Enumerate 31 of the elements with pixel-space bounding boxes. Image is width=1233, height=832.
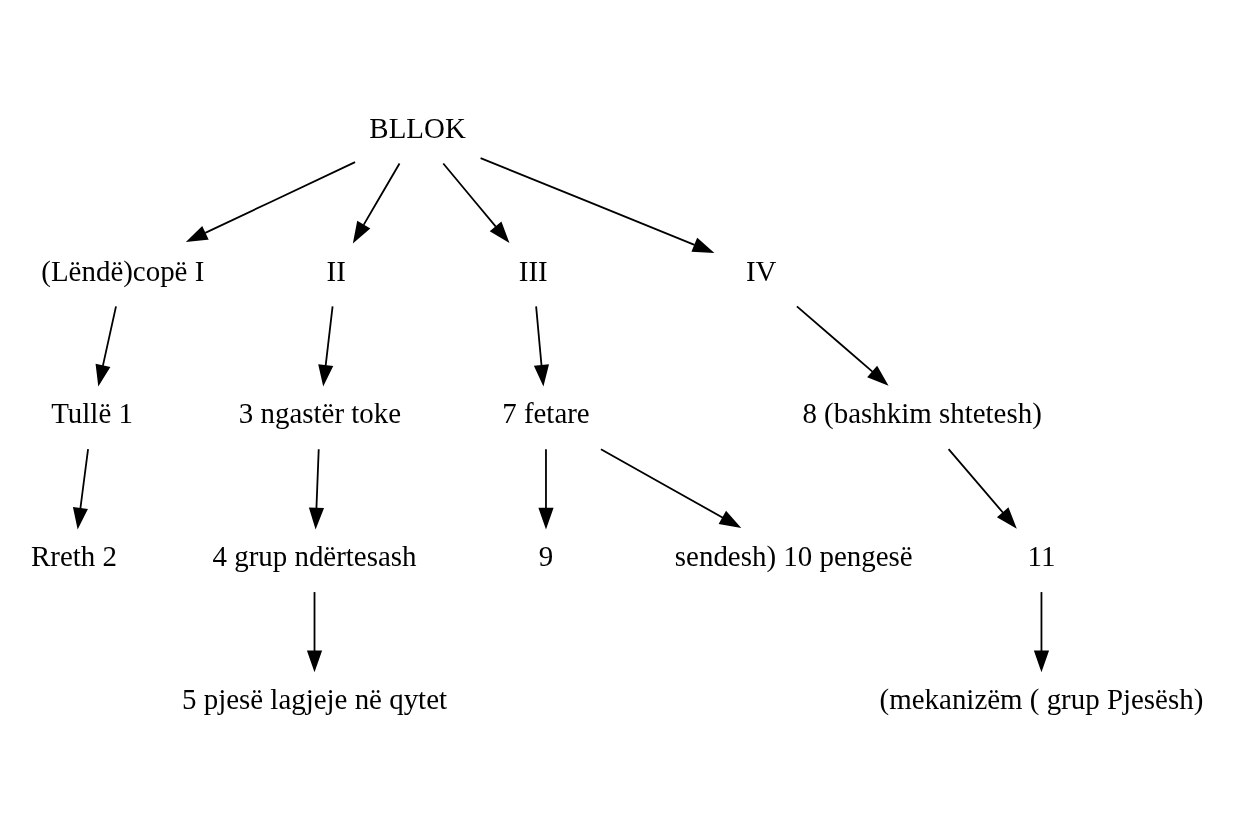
node-text: 11	[1027, 539, 1056, 572]
node-text: (Lëndë)copë I	[41, 254, 205, 287]
arrow	[442, 162, 510, 243]
node-text: III	[518, 254, 548, 287]
arrow	[95, 304, 117, 387]
node-text: 5 pjesë lagjeje në qytet	[182, 682, 448, 715]
arrow	[600, 447, 742, 528]
arrow	[318, 304, 334, 387]
node-text: 3 ngastër toke	[238, 396, 402, 429]
node-text: 4 grup ndërtesash	[212, 539, 417, 572]
node-text: IV	[745, 254, 777, 287]
arrow	[795, 304, 889, 386]
arrow	[72, 447, 89, 529]
arrow	[185, 160, 356, 242]
node-text: 8 (bashkim shtetesh)	[802, 396, 1042, 429]
arrow	[538, 447, 554, 529]
node-text: sendesh) 10 pengesë	[674, 539, 913, 572]
node-text: BLLOK	[369, 111, 466, 144]
arrow	[1033, 590, 1050, 672]
arrow	[352, 162, 401, 243]
node-text: Tullë 1	[51, 396, 133, 429]
arrow	[308, 447, 325, 529]
arrow	[947, 447, 1017, 529]
node-text: 7 fetare	[502, 396, 590, 429]
node-text: II	[326, 254, 346, 287]
arrow	[479, 156, 715, 253]
node-text: (mekanizëm ( grup Pjesësh)	[879, 682, 1204, 715]
node-text: Rreth 2	[31, 539, 117, 572]
arrow	[533, 304, 550, 387]
node-text: 9	[538, 539, 554, 572]
arrow	[306, 590, 323, 672]
